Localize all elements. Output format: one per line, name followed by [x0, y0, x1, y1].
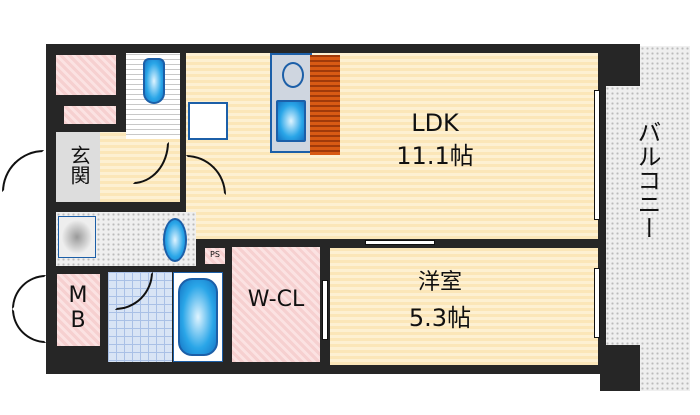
sink-icon — [276, 100, 306, 142]
ldk-name: LDK — [411, 109, 459, 137]
wash-basin-icon — [163, 218, 187, 262]
ldk-lower — [205, 200, 225, 239]
mb-door-bottom[interactable] — [12, 309, 46, 343]
shoe-storage — [56, 55, 116, 95]
entrance — [56, 132, 100, 202]
entrance-door[interactable] — [2, 150, 44, 192]
mb-door-top[interactable] — [12, 275, 46, 309]
bathtub-icon — [178, 278, 218, 356]
washing-machine — [58, 216, 96, 258]
ps-box — [205, 248, 225, 264]
ldk-room — [186, 53, 598, 239]
wcl-label: W-CL — [247, 287, 305, 312]
western-name: 洋室 — [417, 270, 462, 295]
walk-in-closet — [232, 247, 320, 362]
pillar-bottom — [600, 345, 640, 391]
ps-label: PS — [210, 250, 220, 259]
window-western — [594, 268, 600, 338]
window-ldk — [594, 90, 600, 220]
shoe-storage-2 — [64, 106, 116, 124]
mb-label: MB — [68, 283, 88, 334]
sliding-door-western[interactable] — [365, 240, 435, 245]
toilet-icon — [143, 58, 165, 104]
mb-room — [57, 274, 100, 346]
pillar-top — [600, 44, 640, 86]
closet-door[interactable] — [322, 280, 328, 340]
western-room — [330, 248, 598, 365]
washer-space — [188, 102, 228, 140]
ldk-size: 11.1帖 — [396, 142, 474, 170]
stove-icon — [282, 62, 304, 88]
balcony-label: バルコニー — [633, 120, 661, 240]
balcony — [600, 46, 690, 391]
kitchen-bar — [310, 55, 340, 155]
entrance-label: 玄関 — [67, 145, 91, 185]
western-size: 5.3帖 — [408, 304, 472, 332]
